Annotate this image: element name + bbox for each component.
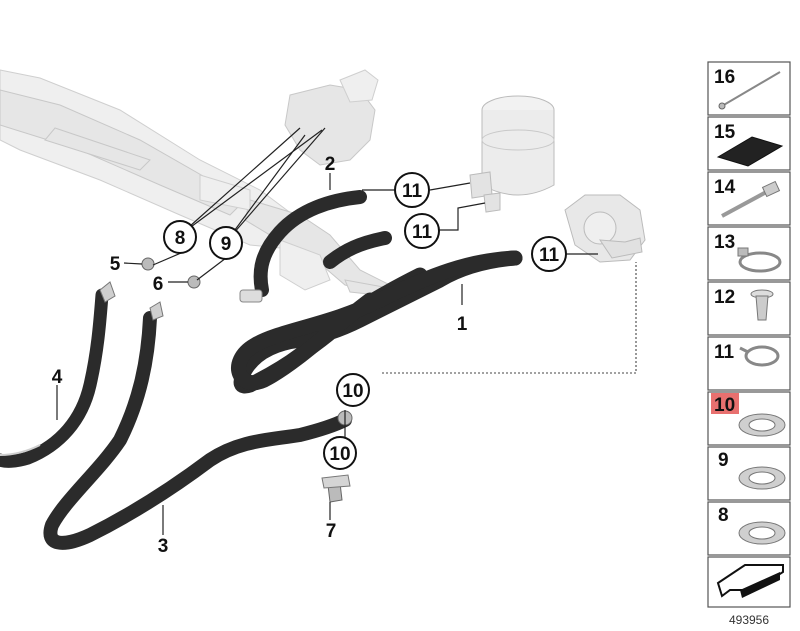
label-3[interactable]: 3: [158, 536, 169, 557]
parts-panel: 16 15 14 13: [707, 61, 791, 627]
strap-clip-icon: [721, 180, 781, 218]
label-1[interactable]: 1: [457, 314, 468, 335]
part-number: 8: [718, 505, 729, 526]
part-number: 16: [714, 67, 735, 88]
callout-label: 11: [412, 222, 433, 243]
part-13[interactable]: 13: [707, 226, 791, 281]
callout-11-b[interactable]: 11: [404, 213, 440, 249]
part-highlight: [711, 393, 739, 414]
callout-10-a[interactable]: 10: [336, 373, 370, 407]
label-4[interactable]: 4: [52, 367, 63, 388]
part-10[interactable]: 10: [707, 391, 791, 446]
label-2[interactable]: 2: [325, 154, 336, 175]
part-number: 15: [714, 122, 736, 143]
steering-rack-illustration: [0, 69, 406, 299]
callout-11-a[interactable]: 11: [394, 172, 430, 208]
callout-label: 8: [175, 228, 186, 249]
arrow-icon: [716, 564, 784, 598]
hose-1: [231, 250, 523, 394]
callout-9[interactable]: 9: [209, 226, 243, 260]
hose-clip-icon: [739, 345, 780, 367]
hose-clamp-icon: [737, 247, 782, 273]
push-rivet-icon: [750, 289, 774, 321]
callout-label: 10: [329, 444, 350, 465]
reservoir-illustration: [469, 95, 555, 213]
seal-ring-icon: [738, 466, 786, 490]
pump-illustration: [564, 194, 646, 263]
leader-lines: [56, 127, 637, 535]
hose-3: [43, 311, 352, 550]
callout-8[interactable]: 8: [163, 220, 197, 254]
part-11[interactable]: 11: [707, 336, 791, 391]
label-5[interactable]: 5: [110, 254, 121, 275]
callout-label: 11: [402, 181, 423, 202]
callout-11-c[interactable]: 11: [531, 236, 567, 272]
part-number: 9: [718, 450, 729, 471]
part-8[interactable]: 8: [707, 501, 791, 556]
hose-2: [239, 190, 392, 303]
part-14[interactable]: 14: [707, 171, 791, 226]
hose-4: [0, 288, 109, 468]
part-number: 14: [714, 177, 736, 198]
callout-10-b[interactable]: 10: [323, 436, 357, 470]
part-number: 13: [714, 232, 735, 253]
document-number: 493956: [729, 613, 769, 627]
callout-label: 11: [539, 245, 560, 266]
seal-ring-icon: [738, 413, 786, 437]
seal-ring-icon: [738, 521, 786, 545]
label-6[interactable]: 6: [153, 274, 164, 295]
part-9[interactable]: 9: [707, 446, 791, 501]
label-7[interactable]: 7: [326, 521, 337, 542]
fittings: [99, 257, 353, 503]
part-15[interactable]: 15: [707, 116, 791, 171]
part-number: 12: [714, 287, 735, 308]
callout-label: 10: [342, 381, 363, 402]
pad-icon: [716, 136, 784, 167]
footer-cell[interactable]: [707, 556, 791, 608]
part-number: 10: [714, 395, 735, 416]
callout-label: 9: [221, 234, 232, 255]
cable-tie-icon: [718, 71, 781, 110]
part-12[interactable]: 12: [707, 281, 791, 336]
part-16[interactable]: 16: [707, 61, 791, 116]
part-number: 11: [714, 342, 735, 363]
